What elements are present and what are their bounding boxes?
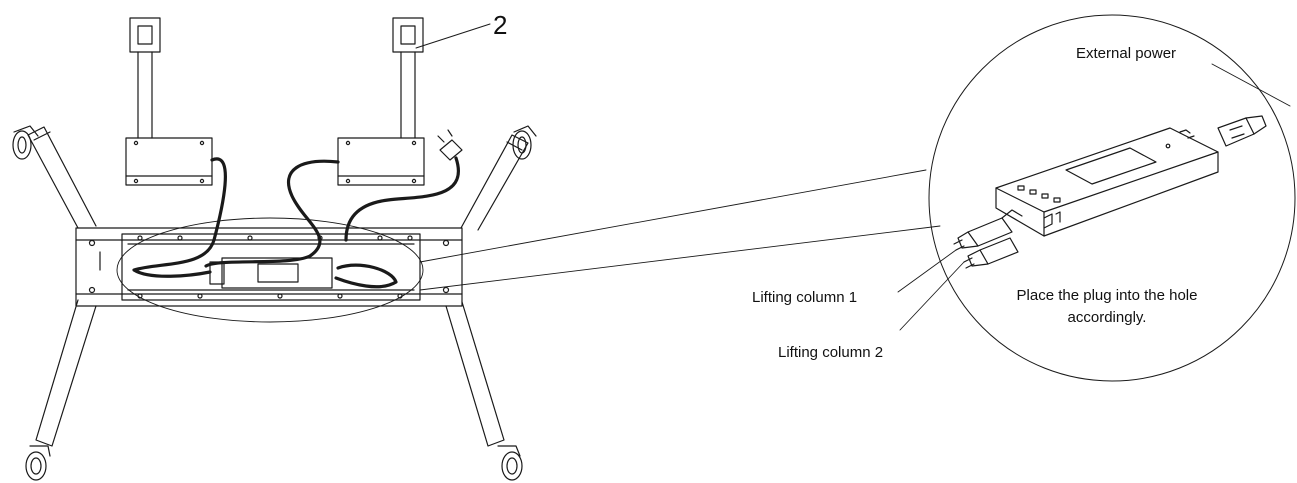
external-power-plug-icon: [1217, 115, 1267, 147]
control-box: [995, 127, 1219, 237]
lifting-column-1-label: Lifting column 1: [752, 289, 858, 306]
lifting-column-2-label: Lifting column 2: [778, 344, 884, 361]
cables: [132, 156, 460, 289]
zoom-area-ellipse: [116, 217, 424, 323]
power-plug-icon: [437, 129, 463, 161]
part-number-label: 2: [493, 10, 508, 40]
lifting-column-right: [337, 17, 425, 186]
instruction-text: Place the plug into the hole accordingly…: [1016, 287, 1198, 326]
lifting-column-plugs: [953, 209, 1023, 269]
external-power-label: External power: [1076, 45, 1177, 62]
lifting-column-left: [125, 17, 213, 186]
detail-magnifier-circle: [928, 14, 1296, 382]
